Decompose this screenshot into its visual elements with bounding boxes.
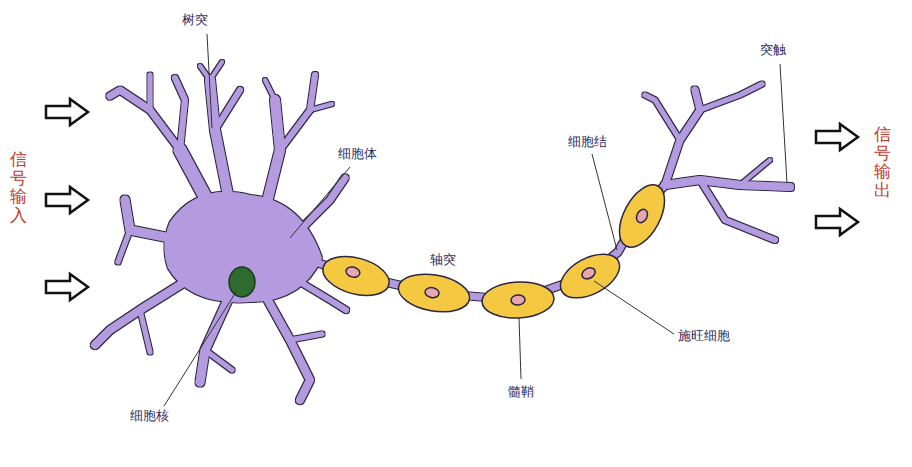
schwann-cell	[395, 269, 472, 317]
leader-line	[594, 281, 674, 334]
dendrite	[205, 350, 232, 370]
label-holder: 施旺细胞	[678, 328, 730, 344]
schwann-cell	[318, 250, 393, 302]
part-label: 施旺细胞	[678, 328, 730, 344]
label-holder: 突触	[760, 42, 786, 58]
label-holder: 树突	[182, 12, 208, 28]
part-label: 突触	[760, 42, 786, 58]
label-holder: 轴突	[430, 252, 456, 268]
dendrite	[310, 104, 332, 110]
dendrite	[280, 75, 315, 150]
axon-terminal	[665, 90, 700, 185]
part-label: 细胞结	[568, 134, 607, 150]
schwann-cell	[610, 178, 674, 255]
schwann-cell	[481, 280, 555, 320]
axon-terminal	[645, 95, 680, 140]
dendrite	[265, 100, 280, 210]
label-holder: 髓鞘	[508, 384, 534, 400]
signal-label: 信号输出	[874, 125, 891, 200]
input-arrow	[46, 187, 88, 213]
dendrite	[265, 295, 310, 400]
part-label: 轴突	[430, 252, 456, 268]
dendrite	[210, 80, 230, 205]
leader-line	[519, 318, 521, 379]
axon-terminal	[700, 180, 775, 240]
dendrite	[290, 334, 322, 340]
dendrite	[110, 90, 180, 150]
signal-label: 信号输入	[10, 150, 27, 225]
leader-line	[207, 34, 212, 128]
schwann-cell	[553, 245, 626, 307]
dendrite	[118, 230, 130, 262]
label-holder: 细胞结	[568, 134, 607, 150]
label-holder: 信号输入	[10, 150, 27, 225]
dendrite	[210, 62, 222, 80]
leader-line	[780, 64, 787, 183]
dendrite	[175, 78, 185, 150]
leader-line	[164, 292, 236, 406]
part-label: 细胞体	[338, 146, 377, 162]
label-holder: 细胞核	[130, 408, 169, 424]
axon-terminal	[665, 180, 790, 187]
output-arrow	[816, 124, 858, 150]
leader-line	[592, 154, 617, 250]
axon-terminal	[740, 160, 770, 185]
dendrite	[265, 80, 275, 100]
part-label: 髓鞘	[508, 384, 534, 400]
dendrite	[148, 75, 153, 110]
input-arrow	[46, 99, 88, 125]
output-arrow	[816, 209, 858, 235]
dendrite	[215, 90, 240, 130]
nucleus	[229, 267, 255, 297]
leader-line	[290, 167, 350, 238]
part-label: 树突	[182, 12, 208, 28]
axon-terminal	[700, 84, 762, 110]
cell-body	[164, 192, 322, 303]
label-holder: 信号输出	[874, 125, 891, 200]
label-holder: 细胞体	[338, 146, 377, 162]
part-label: 细胞核	[130, 408, 169, 424]
input-arrow	[46, 274, 88, 300]
leader-lines	[164, 34, 787, 406]
dendrite	[140, 310, 150, 352]
